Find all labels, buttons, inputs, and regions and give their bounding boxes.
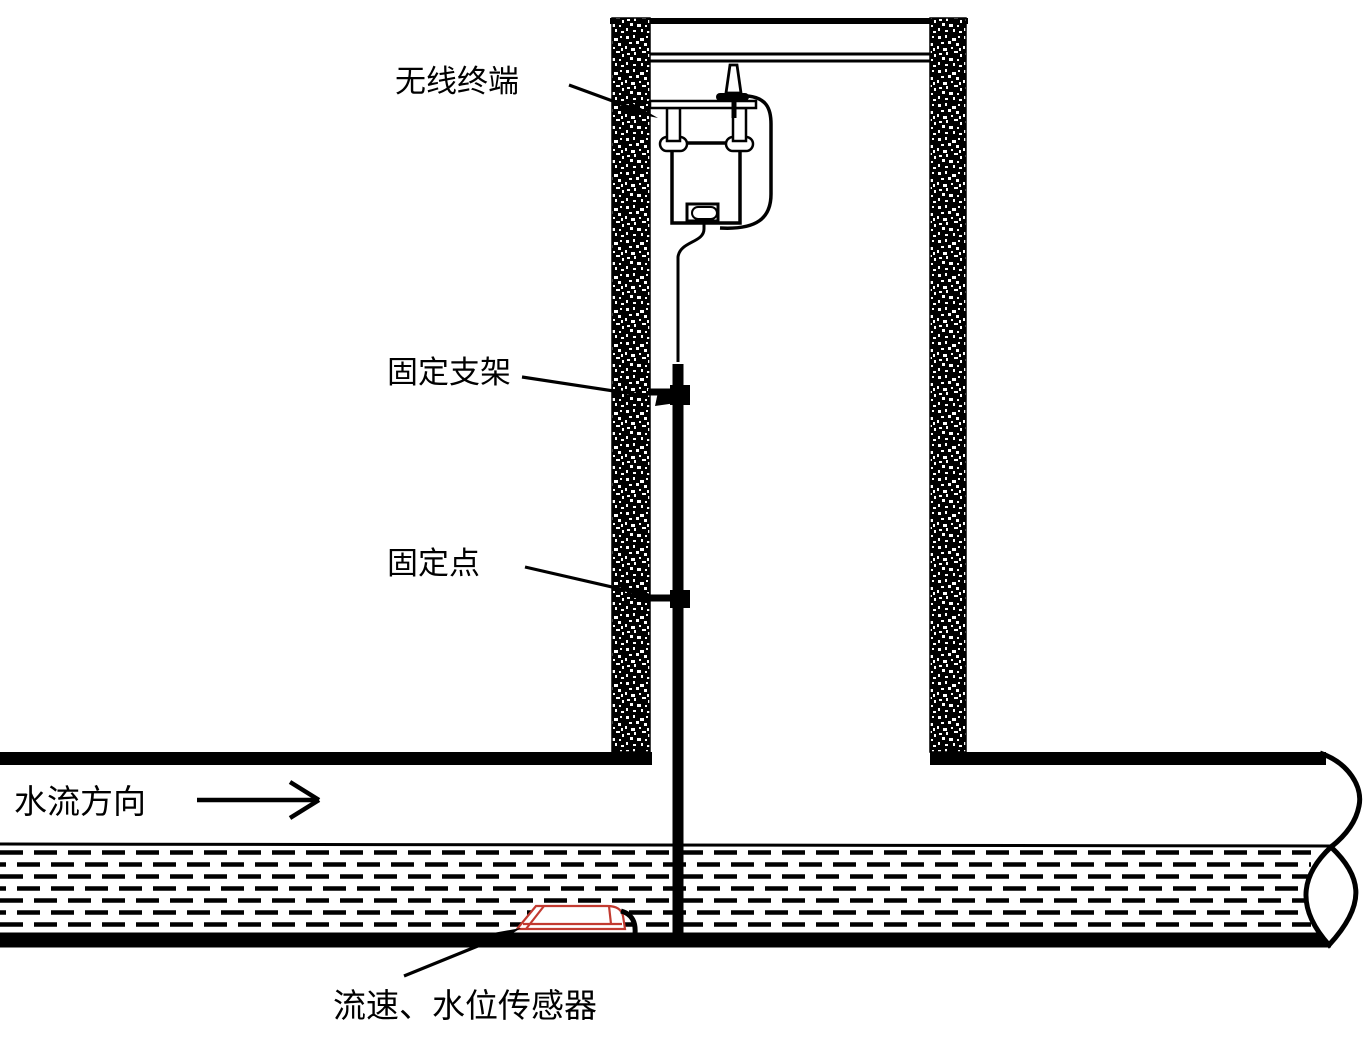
flow-level-sensor <box>514 904 627 931</box>
leader-wireless-terminal <box>568 83 641 113</box>
break-upper-curve <box>1319 750 1363 849</box>
antenna-base-disc <box>716 93 749 101</box>
leader-fixed-bracket <box>521 375 641 397</box>
leader-lines <box>403 83 690 978</box>
lower-bracket-clamp <box>670 590 690 608</box>
left-hanger-leg <box>665 106 682 143</box>
water-surface-line <box>0 842 1331 848</box>
label-flow-level-sensor: 流速、水位传感器 <box>333 988 597 1025</box>
antenna-cable <box>719 94 773 230</box>
break-lower-lens <box>1303 843 1359 949</box>
flow-direction-arrow-icon <box>197 780 321 820</box>
antenna-icon <box>724 63 743 95</box>
water-dashes <box>0 850 1311 927</box>
pipe-break-symbol <box>1303 750 1363 949</box>
cable-gland-inner <box>691 206 718 220</box>
pipe <box>0 752 1331 948</box>
shaft-left-wall <box>611 17 651 753</box>
label-flow-direction: 水流方向 <box>14 784 146 821</box>
drop-cable <box>676 221 706 362</box>
mounting-plate <box>648 99 758 110</box>
label-wireless-terminal: 无线终端 <box>395 64 519 99</box>
terminal-box <box>670 141 742 225</box>
label-fixed-bracket: 固定支架 <box>387 355 511 390</box>
leader-sensor-arrow <box>493 928 521 943</box>
leader-wireless-terminal-arrow <box>628 103 658 118</box>
label-fixed-point: 固定点 <box>387 546 480 581</box>
leader-fixed-point <box>524 565 639 595</box>
leader-fixed-bracket-arrow <box>655 392 690 406</box>
wireless-terminal-device <box>648 63 773 362</box>
leader-fixed-point-arrow <box>630 586 660 599</box>
arrow-head-top <box>288 780 321 802</box>
shaft-right-wall <box>929 17 967 753</box>
leader-sensor <box>403 935 501 978</box>
water <box>0 842 1331 927</box>
sensor-cable <box>620 908 638 935</box>
sensor-left-facet <box>525 905 545 930</box>
arrow-head-bottom <box>288 798 321 820</box>
sensor-cap-line <box>607 905 613 925</box>
